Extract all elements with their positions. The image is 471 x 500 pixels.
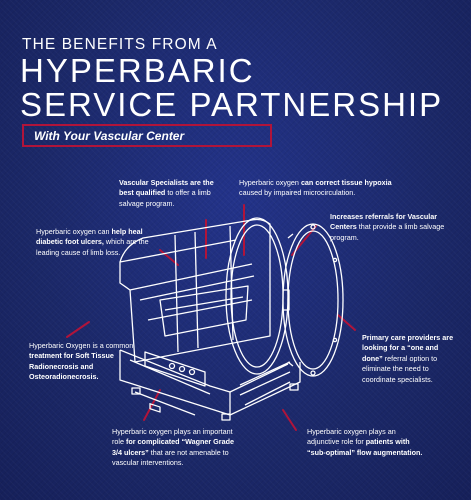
callout-flow-augmentation: Hyperbaric oxygen plays an adjunctive ro… (307, 427, 427, 458)
callout-text: Hyperbaric oxygen plays an important rol… (112, 427, 233, 447)
callout-text: that are not amenable to vascular interv… (112, 447, 229, 468)
leader-line (282, 409, 297, 431)
callout-diabetic-foot: Hyperbaric oxygen can help heal diabetic… (36, 227, 151, 258)
title-line-3: SERVICE PARTNERSHIP (20, 86, 444, 123)
callout-bold: can correct tissue hypoxia (300, 178, 392, 187)
callout-bold: Increases referrals for Vascular Centers (330, 212, 438, 232)
callout-bold: treatment for Soft Tissue Radionecrosis … (29, 351, 114, 382)
callout-text: to offer a limb salvage program. (119, 188, 211, 208)
callout-primary-care: Primary care providers are looking for a… (362, 333, 457, 385)
callout-tissue-hypoxia: Hyperbaric oxygen can correct tissue hyp… (239, 178, 394, 199)
callout-text: Hyperbaric oxygen can (36, 227, 112, 236)
callout-bold: help heal diabetic foot ulcers, (36, 227, 143, 247)
callout-bold: for complicated “Wagner Grade 3/4 ulcers… (112, 437, 234, 457)
callout-soft-tissue: Hyperbaric Oxygen is a common treatment … (29, 341, 139, 383)
callout-text: Hyperbaric Oxygen is a common (29, 341, 134, 350)
subtitle: With Your Vascular Center (34, 129, 185, 143)
subtitle-box: With Your Vascular Center (22, 124, 272, 147)
callout-text: which are the leading cause of limb loss… (36, 237, 149, 257)
callout-vascular-specialists: Vascular Specialists are the best qualif… (119, 178, 214, 209)
callout-text: caused by impaired microcirculation. (239, 188, 356, 198)
callout-text: Hyperbaric oxygen (239, 178, 301, 187)
callout-wagner: Hyperbaric oxygen plays an important rol… (112, 427, 237, 469)
leader-line (159, 249, 179, 266)
callout-text: that provide a limb salvage program. (330, 222, 445, 242)
callout-increases-referrals: Increases referrals for Vascular Centers… (330, 212, 450, 243)
title-line-1: THE BENEFITS FROM A (22, 36, 218, 53)
leader-line (337, 314, 356, 331)
title-line-2: HYPERBARIC (20, 52, 255, 89)
callout-bold: Primary care providers are looking for a… (362, 333, 454, 363)
callout-text: referral option to eliminate the need to… (362, 353, 438, 384)
callout-text: Hyperbaric oxygen plays an adjunctive ro… (307, 427, 396, 447)
callout-bold: Vascular Specialists are the best qualif… (119, 178, 214, 198)
leader-line (66, 321, 90, 338)
callout-bold: patients with “sub-optimal” flow augment… (307, 437, 423, 457)
